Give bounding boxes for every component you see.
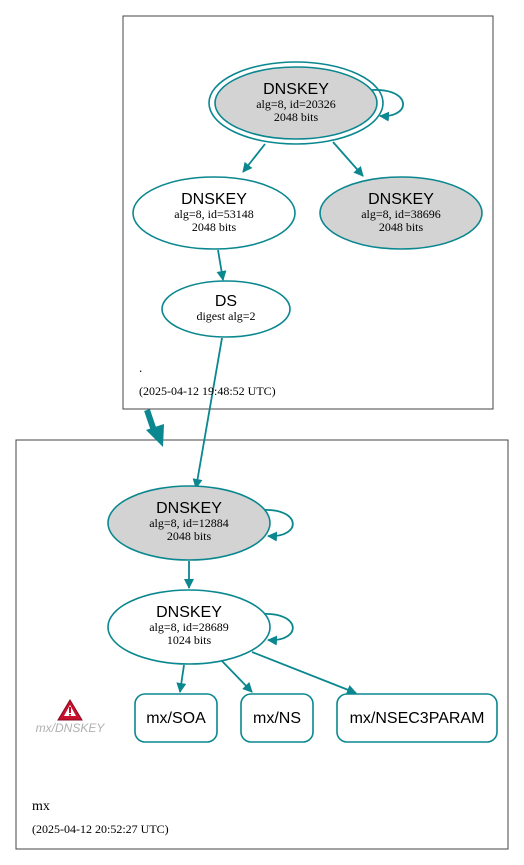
warning-icon — [57, 699, 83, 721]
zone-mx-box — [15, 439, 509, 850]
zone-root-box — [122, 15, 494, 410]
node-root-zsk1: DNSKEY alg=8, id=53148 2048 bits — [132, 176, 296, 250]
node-mx-zsk-line2: 1024 bits — [167, 633, 212, 647]
node-rr-nsec3param: mx/NSEC3PARAM — [336, 693, 498, 743]
node-mx-zsk-line1: alg=8, id=28689 — [149, 620, 229, 634]
edge-mx-zsk-self — [261, 613, 294, 646]
node-rr-soa: mx/SOA — [134, 693, 218, 743]
zone-root-timestamp: (2025-04-12 19:48:52 UTC) — [139, 384, 276, 398]
edge-zsk-soa — [176, 664, 187, 693]
node-rr-ns-label: mx/NS — [253, 710, 301, 727]
node-root-ksk-title: DNSKEY — [263, 81, 329, 98]
node-ds-line1: digest alg=2 — [196, 309, 255, 323]
node-rr-ns: mx/NS — [240, 693, 314, 743]
node-warning: mx/DNSKEY — [36, 699, 106, 735]
node-root-zsk1-line1: alg=8, id=53148 — [174, 207, 254, 221]
edge-root-ksk-self — [371, 89, 404, 122]
node-root-ksk-line1: alg=8, id=20326 — [256, 97, 336, 111]
node-root-zsk2-line1: alg=8, id=38696 — [361, 207, 441, 221]
node-rr-soa-label: mx/SOA — [146, 710, 206, 727]
node-root-zsk2: DNSKEY alg=8, id=38696 2048 bits — [319, 176, 483, 250]
edge-ds-mx-ksk — [192, 337, 223, 489]
node-mx-zsk-title: DNSKEY — [156, 604, 222, 621]
edge-root-ksk-zsk2 — [332, 141, 364, 177]
edge-zsk-ns — [221, 660, 253, 693]
node-mx-ksk-line2: 2048 bits — [167, 529, 212, 543]
node-mx-zsk: DNSKEY alg=8, id=28689 1024 bits — [107, 589, 271, 665]
zone-root-name: . — [139, 360, 142, 375]
edges — [176, 89, 404, 695]
node-root-ksk-line2: 2048 bits — [274, 110, 319, 124]
edge-mx-ksk-self — [261, 509, 294, 542]
node-mx-ksk-title: DNSKEY — [156, 500, 222, 517]
edge-root-ksk-zsk1 — [242, 143, 266, 173]
zone-mx-name: mx — [32, 799, 50, 814]
node-root-zsk2-line2: 2048 bits — [379, 220, 424, 234]
node-root-zsk1-title: DNSKEY — [181, 191, 247, 208]
node-ds: DS digest alg=2 — [161, 280, 291, 338]
node-ds-title: DS — [215, 293, 237, 310]
edge-zsk-nsec3param — [251, 651, 357, 695]
delegation-arrowhead — [146, 424, 164, 447]
node-warning-label: mx/DNSKEY — [36, 721, 106, 735]
node-root-zsk1-line2: 2048 bits — [192, 220, 237, 234]
node-root-zsk2-title: DNSKEY — [368, 191, 434, 208]
zone-mx-timestamp: (2025-04-12 20:52:27 UTC) — [32, 822, 169, 836]
node-root-ksk: DNSKEY alg=8, id=20326 2048 bits — [208, 61, 384, 145]
edge-zsk1-ds — [216, 249, 227, 281]
node-mx-ksk-line1: alg=8, id=12884 — [149, 516, 229, 530]
node-mx-ksk: DNSKEY alg=8, id=12884 2048 bits — [107, 485, 271, 561]
node-rr-nsec3param-label: mx/NSEC3PARAM — [350, 710, 485, 727]
